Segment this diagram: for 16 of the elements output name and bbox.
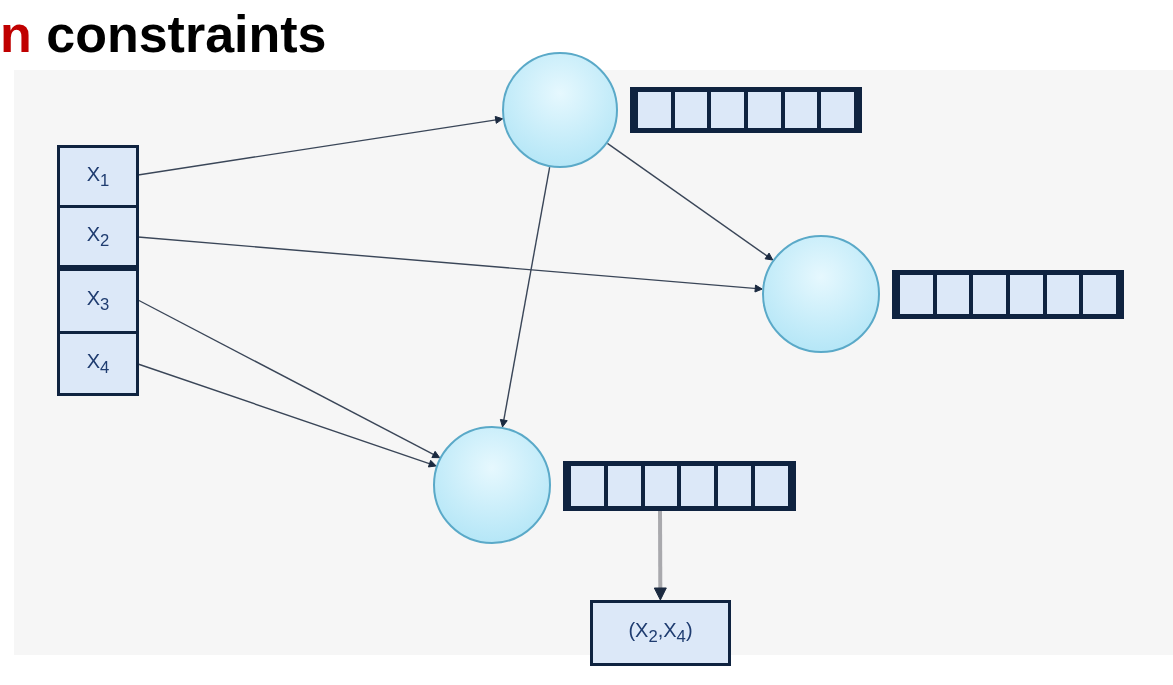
result-box: (X$_{2}$,X$_{4}$) bbox=[590, 600, 731, 666]
variable-cell: X$_{2}$ bbox=[57, 205, 139, 268]
variable-cell: X$_{1}$ bbox=[57, 145, 139, 208]
arrow bbox=[137, 299, 441, 459]
arrow bbox=[653, 511, 667, 601]
queue-bar bbox=[630, 87, 862, 133]
arrow bbox=[606, 142, 774, 261]
arrow bbox=[137, 236, 763, 293]
variable-cell: X$_{3}$ bbox=[57, 268, 139, 334]
variable-cell: X$_{4}$ bbox=[57, 331, 139, 396]
arrow bbox=[137, 363, 437, 468]
slide-title: n constraints bbox=[0, 4, 327, 65]
arrow bbox=[137, 115, 504, 176]
queue-bar bbox=[563, 461, 796, 511]
queue-bar bbox=[892, 270, 1124, 319]
arrow bbox=[499, 166, 551, 428]
